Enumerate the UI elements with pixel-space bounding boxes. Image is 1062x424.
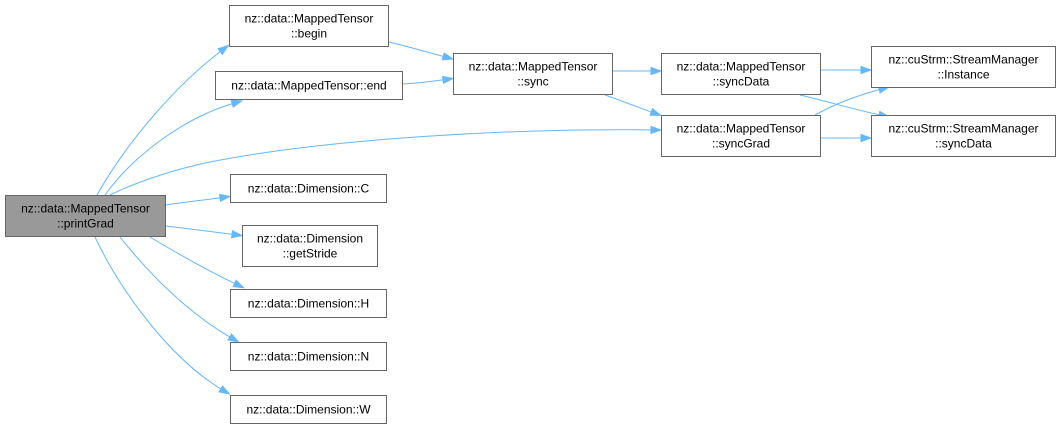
- node-label-line: ::Instance: [937, 68, 989, 82]
- edge-printGrad-to-getStride: [165, 225, 244, 239]
- arrow-head: [650, 125, 663, 135]
- node-box: [661, 115, 821, 157]
- arrow-head: [230, 99, 244, 108]
- node-box: [230, 174, 387, 203]
- node-dimC[interactable]: nz::data::Dimension::C: [230, 174, 387, 203]
- node-instance[interactable]: nz::cuStrm::StreamManager::Instance: [871, 46, 1056, 88]
- node-begin[interactable]: nz::data::MappedTensor::begin: [229, 5, 389, 47]
- node-label-line: ::syncData: [935, 137, 992, 151]
- arrow-head: [218, 385, 231, 395]
- node-syncData[interactable]: nz::data::MappedTensor::syncData: [661, 53, 821, 95]
- edge-line: [109, 129, 658, 196]
- edge-line: [119, 236, 236, 341]
- edge-syncData-to-instance: [821, 65, 873, 75]
- node-label-line: nz::data::MappedTensor: [677, 60, 806, 74]
- edge-printGrad-to-dimH: [149, 236, 245, 289]
- edge-printGrad-to-end: [104, 99, 244, 196]
- arrow-head: [227, 333, 240, 343]
- edge-printGrad-to-syncGrad: [109, 125, 663, 196]
- node-box: [5, 195, 166, 237]
- edge-line: [402, 78, 450, 85]
- node-printGrad[interactable]: nz::data::MappedTensor::printGrad: [5, 195, 166, 237]
- node-box: [453, 53, 613, 95]
- arrow-head: [441, 75, 455, 85]
- node-label-line: ::syncGrad: [712, 137, 770, 151]
- edge-syncData-to-smSyncData: [799, 94, 891, 119]
- node-label-line: ::begin: [291, 27, 327, 41]
- node-label-line: nz::data::Dimension::W: [246, 403, 371, 417]
- nodes-layer: nz::data::MappedTensor::printGradnz::dat…: [5, 5, 1056, 424]
- node-box: [242, 225, 378, 267]
- edge-printGrad-to-dimC: [165, 193, 232, 206]
- edge-syncGrad-to-smSyncData: [821, 133, 873, 143]
- node-label-line: nz::data::Dimension: [257, 232, 363, 246]
- edge-line: [604, 94, 658, 115]
- arrow-head: [217, 44, 230, 56]
- edge-line: [94, 236, 227, 393]
- node-label-line: nz::data::MappedTensor: [245, 12, 374, 26]
- edge-end-to-sync: [402, 75, 455, 85]
- arrow-head: [650, 66, 663, 76]
- node-box: [871, 46, 1056, 88]
- node-label-line: ::printGrad: [57, 217, 114, 231]
- arrow-head: [441, 52, 455, 61]
- arrow-head: [860, 65, 873, 75]
- arrow-head: [218, 193, 232, 203]
- edge-line: [165, 225, 239, 236]
- node-box: [230, 342, 387, 371]
- node-smSyncData[interactable]: nz::cuStrm::StreamManager::syncData: [871, 115, 1056, 157]
- node-label-line: nz::cuStrm::StreamManager: [888, 122, 1038, 136]
- node-label-line: nz::data::Dimension::H: [248, 297, 369, 311]
- node-label-line: nz::data::Dimension::C: [248, 182, 370, 196]
- edge-sync-to-syncData: [613, 66, 663, 76]
- edge-line: [165, 196, 227, 206]
- node-box: [230, 395, 387, 424]
- edge-line: [814, 87, 886, 116]
- node-box: [871, 115, 1056, 157]
- arrow-head: [231, 229, 244, 239]
- edge-printGrad-to-begin: [96, 44, 230, 196]
- edge-begin-to-sync: [388, 41, 455, 61]
- node-box: [661, 53, 821, 95]
- node-end[interactable]: nz::data::MappedTensor::end: [215, 71, 403, 100]
- node-label-line: nz::data::MappedTensor::end: [231, 79, 386, 93]
- node-sync[interactable]: nz::data::MappedTensor::sync: [453, 53, 613, 95]
- node-label-line: nz::data::MappedTensor: [677, 122, 806, 136]
- node-label-line: nz::data::Dimension::N: [248, 350, 369, 364]
- node-box: [230, 289, 387, 318]
- edge-sync-to-syncGrad: [604, 94, 663, 116]
- edge-line: [96, 47, 226, 196]
- edge-printGrad-to-dimN: [119, 236, 240, 343]
- node-label-line: ::getStride: [283, 247, 338, 261]
- node-label-line: ::syncData: [713, 75, 770, 89]
- node-syncGrad[interactable]: nz::data::MappedTensor::syncGrad: [661, 115, 821, 157]
- edge-syncGrad-to-instance: [814, 85, 891, 116]
- arrow-head: [649, 107, 663, 116]
- edge-line: [104, 101, 239, 196]
- arrow-head: [860, 133, 873, 143]
- node-dimW[interactable]: nz::data::Dimension::W: [230, 395, 387, 424]
- arrow-head: [232, 279, 245, 289]
- node-label-line: nz::data::MappedTensor: [21, 202, 150, 216]
- node-dimN[interactable]: nz::data::Dimension::N: [230, 342, 387, 371]
- edge-line: [388, 41, 450, 59]
- edge-line: [149, 236, 241, 287]
- node-getStride[interactable]: nz::data::Dimension::getStride: [242, 225, 378, 267]
- edge-printGrad-to-dimW: [94, 236, 231, 395]
- node-label-line: ::sync: [517, 75, 548, 89]
- node-box: [229, 5, 389, 47]
- node-label-line: nz::cuStrm::StreamManager: [888, 53, 1038, 67]
- node-dimH[interactable]: nz::data::Dimension::H: [230, 289, 387, 318]
- edge-line: [799, 94, 886, 117]
- node-label-line: nz::data::MappedTensor: [469, 60, 598, 74]
- node-box: [215, 71, 403, 100]
